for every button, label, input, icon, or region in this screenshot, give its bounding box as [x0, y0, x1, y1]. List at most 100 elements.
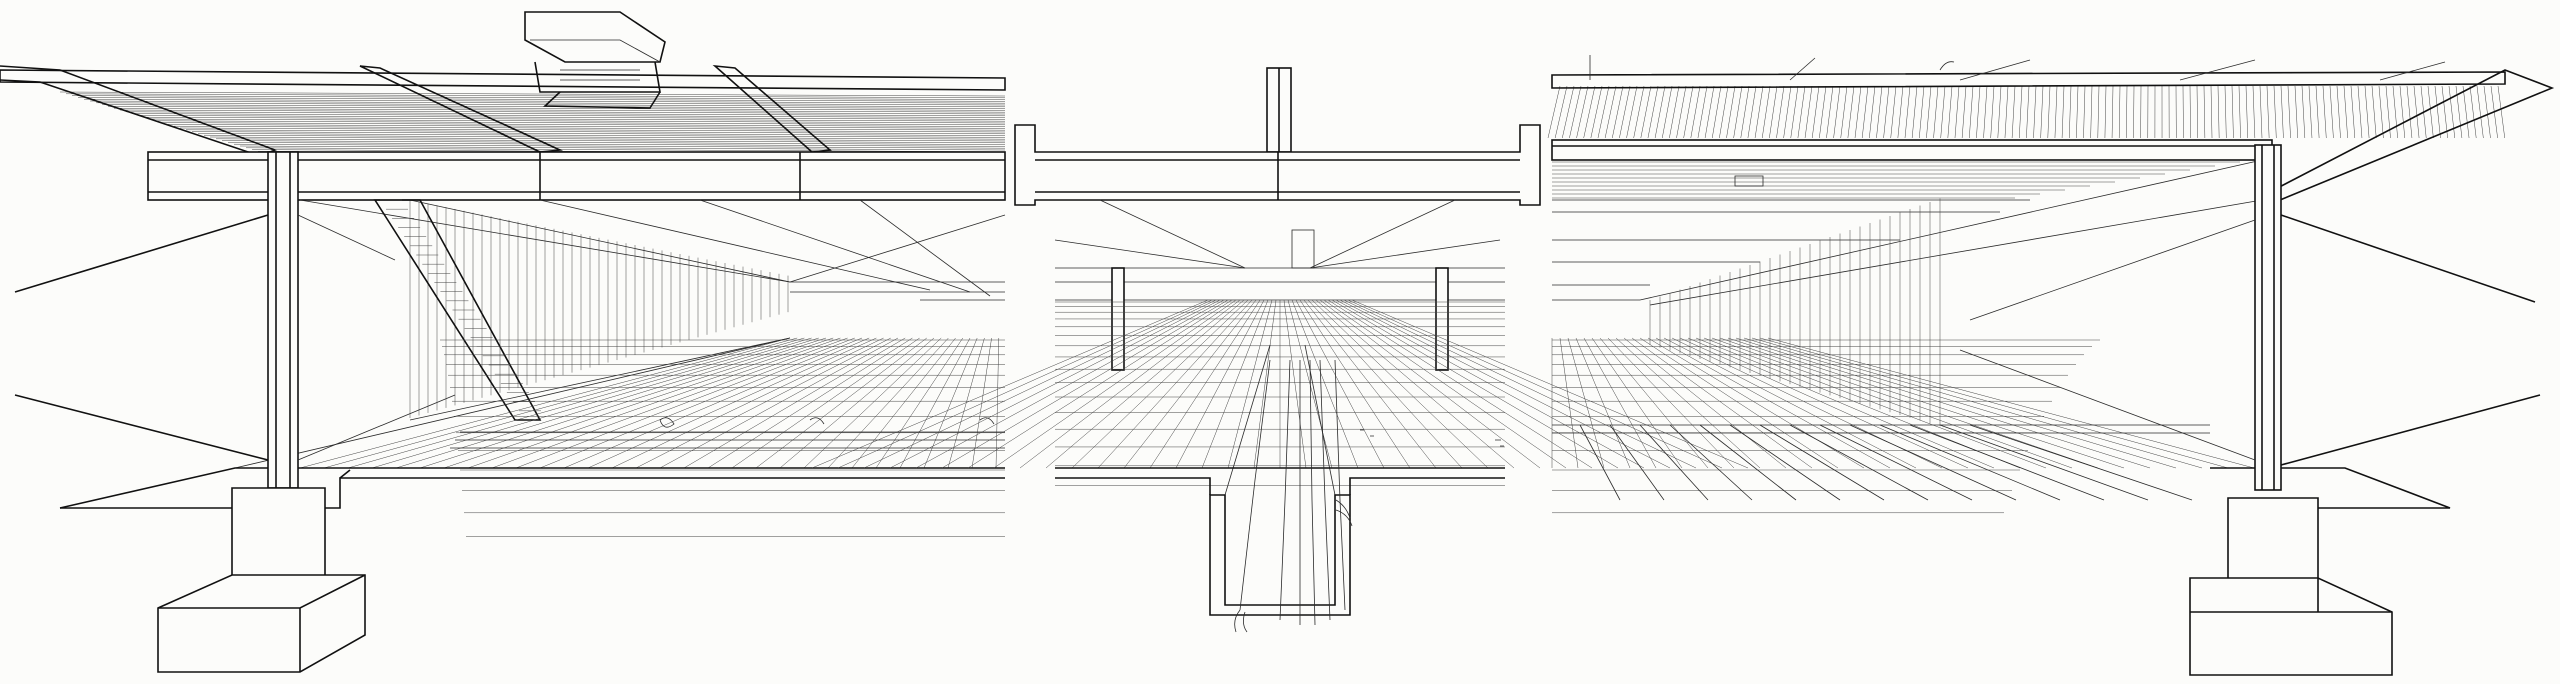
floor-joint: [1711, 337, 2073, 469]
deck-rib: [1883, 85, 1890, 139]
deck-rib: [1647, 85, 1659, 139]
floor-joint: [419, 337, 827, 469]
deck-rib: [203, 134, 1006, 140]
deck-rib: [113, 107, 1006, 113]
floor-joint: [707, 337, 913, 469]
floor-joint: [323, 337, 798, 469]
floor-joint: [1019, 299, 1241, 469]
deck-rib: [95, 102, 1006, 108]
deck-rib: [161, 122, 1006, 127]
deck-rib: [1776, 85, 1785, 139]
deck-rib: [1911, 85, 1918, 139]
deck-rib: [1811, 85, 1820, 139]
floor-joint: [1575, 337, 1631, 469]
conduit: [1789, 424, 1929, 501]
left-tie-rod-upper: [14, 214, 269, 293]
left-column: [267, 151, 299, 489]
deck-rib: [131, 113, 1006, 118]
conduit: [1669, 424, 1753, 501]
floor-joint: [947, 337, 985, 469]
deck-rib: [1947, 85, 1953, 139]
deck-rib: [1547, 85, 1561, 139]
left-footing-edges: [158, 574, 366, 672]
deck-rib: [2047, 85, 2051, 139]
deck-rib: [1711, 85, 1722, 139]
floor-joint: [683, 337, 906, 469]
floor-joint: [1639, 337, 1839, 469]
deck-rib: [119, 109, 1006, 115]
floor-joint: [1201, 299, 1269, 469]
left-tie-rod-lower: [14, 394, 269, 461]
deck-rib: [1990, 85, 1995, 139]
deck-rib: [1597, 85, 1610, 139]
deck-rib: [1783, 85, 1792, 139]
floor-joint: [1735, 337, 2151, 469]
center-floor-grid: [811, 299, 1749, 496]
deck-rib: [2294, 85, 2298, 139]
deck-rib: [1797, 85, 1806, 139]
deck-rib: [1661, 85, 1673, 139]
deck-rib: [2469, 85, 2477, 139]
deck-rib: [1583, 85, 1596, 139]
floor-joint: [1663, 337, 1917, 469]
deck-rib: [71, 95, 1006, 100]
deck-rib: [2315, 85, 2320, 139]
right-side-wall-glazing: [1649, 198, 1941, 427]
right-outrigger-arm: [2259, 69, 2555, 201]
deck-rib: [2378, 85, 2384, 139]
deck-rib: [245, 147, 1006, 153]
right-footing: [2189, 577, 2393, 676]
deck-rib: [2126, 85, 2128, 139]
floor-joint: [1623, 337, 1787, 469]
deck-rib: [2111, 85, 2114, 139]
deck-rib: [1754, 85, 1764, 139]
deck-rib: [1876, 85, 1883, 139]
deck-rib: [1961, 85, 1967, 139]
left-far-wall-glazing: [409, 199, 791, 421]
floor-joint: [803, 337, 942, 469]
deck-rib: [1704, 85, 1715, 139]
right-roof-edge: [1551, 71, 2506, 89]
left-slab-edge: [59, 467, 1005, 509]
deck-rib: [2448, 85, 2456, 139]
deck-rib: [2118, 85, 2121, 139]
deck-rib: [1747, 85, 1757, 139]
deck-rib: [2441, 85, 2448, 139]
deck-rib: [173, 125, 1006, 131]
deck-rib: [1904, 85, 1911, 139]
floor-joint: [1343, 299, 1697, 469]
floor-joint: [611, 337, 884, 469]
deck-rib: [1954, 85, 1960, 139]
deck-rib: [233, 143, 1006, 149]
conduit: [1639, 424, 1709, 501]
deck-rib: [2406, 85, 2413, 139]
deck-rib: [1933, 85, 1939, 139]
deck-rib: [191, 131, 1006, 136]
right-tie-rod-inner-lower: [1959, 349, 2256, 461]
deck-rib: [1683, 85, 1694, 139]
deck-rib: [1612, 85, 1624, 139]
deck-rib: [2273, 85, 2277, 139]
deck-rib: [1983, 85, 1988, 139]
floor-joint: [827, 337, 949, 469]
right-column: [2254, 144, 2282, 491]
right-footing-edges: [2190, 578, 2392, 613]
deck-rib: [1869, 85, 1876, 139]
deck-rib: [2301, 85, 2306, 139]
deck-rib: [149, 118, 1006, 124]
deck-rib: [155, 120, 1006, 126]
deck-rib: [1569, 85, 1582, 139]
deck-rib: [2357, 85, 2363, 139]
deck-rib: [2322, 85, 2327, 139]
floor-joint: [1339, 299, 1671, 469]
deck-rib: [143, 116, 1006, 122]
deck-rib: [221, 140, 1006, 145]
floor-joint: [1149, 299, 1261, 469]
deck-rib: [2259, 85, 2263, 139]
deck-rib: [1697, 85, 1708, 139]
floor-joint: [1703, 337, 2047, 469]
floor-joint: [1331, 299, 1619, 469]
deck-rib: [1833, 85, 1841, 139]
left-slab-thickness: [60, 477, 1005, 509]
